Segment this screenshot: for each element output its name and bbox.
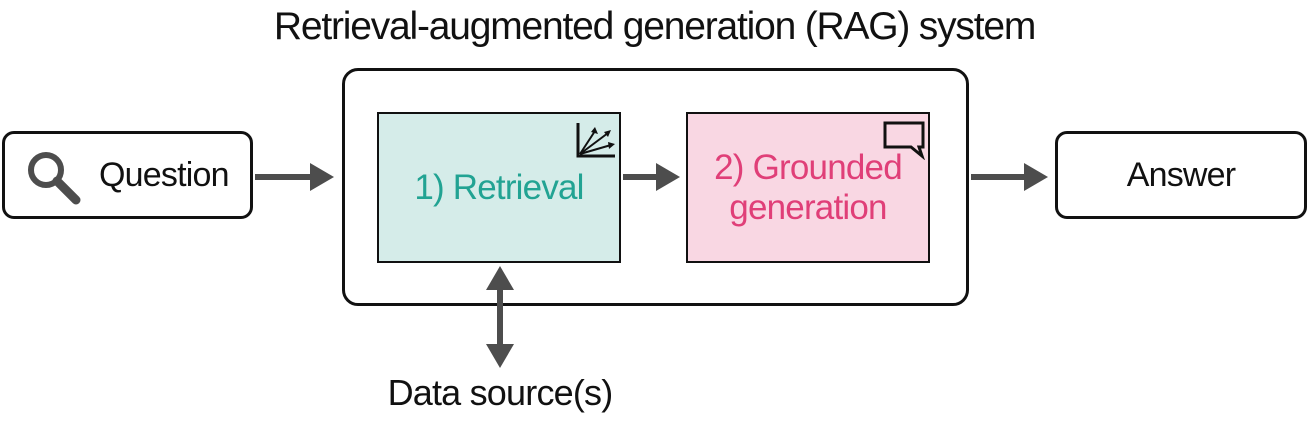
arrow-rag-to-answer [971, 163, 1048, 191]
graph-icon [576, 123, 615, 158]
chat-bubble-icon [883, 121, 925, 160]
retrieval-label: 1) Retrieval [414, 167, 584, 207]
retrieval-node: 1) Retrieval [377, 112, 621, 263]
diagram-title: Retrieval-augmented generation (RAG) sys… [273, 5, 1036, 48]
question-node: Question [2, 131, 253, 219]
data-source-label: Data source(s) [387, 372, 614, 413]
answer-node: Answer [1055, 131, 1307, 219]
arrow-retrieval-data-source [486, 266, 514, 368]
generation-label-line2: generation [729, 187, 887, 227]
search-icon [28, 152, 81, 205]
arrow-retrieval-to-generation [623, 163, 680, 191]
arrow-question-to-rag [255, 163, 334, 191]
answer-label: Answer [1126, 155, 1236, 194]
question-label: Question [99, 156, 229, 194]
generation-label-line1: 2) Grounded [714, 147, 903, 187]
grounded-generation-node: 2) Grounded generation [686, 112, 930, 263]
